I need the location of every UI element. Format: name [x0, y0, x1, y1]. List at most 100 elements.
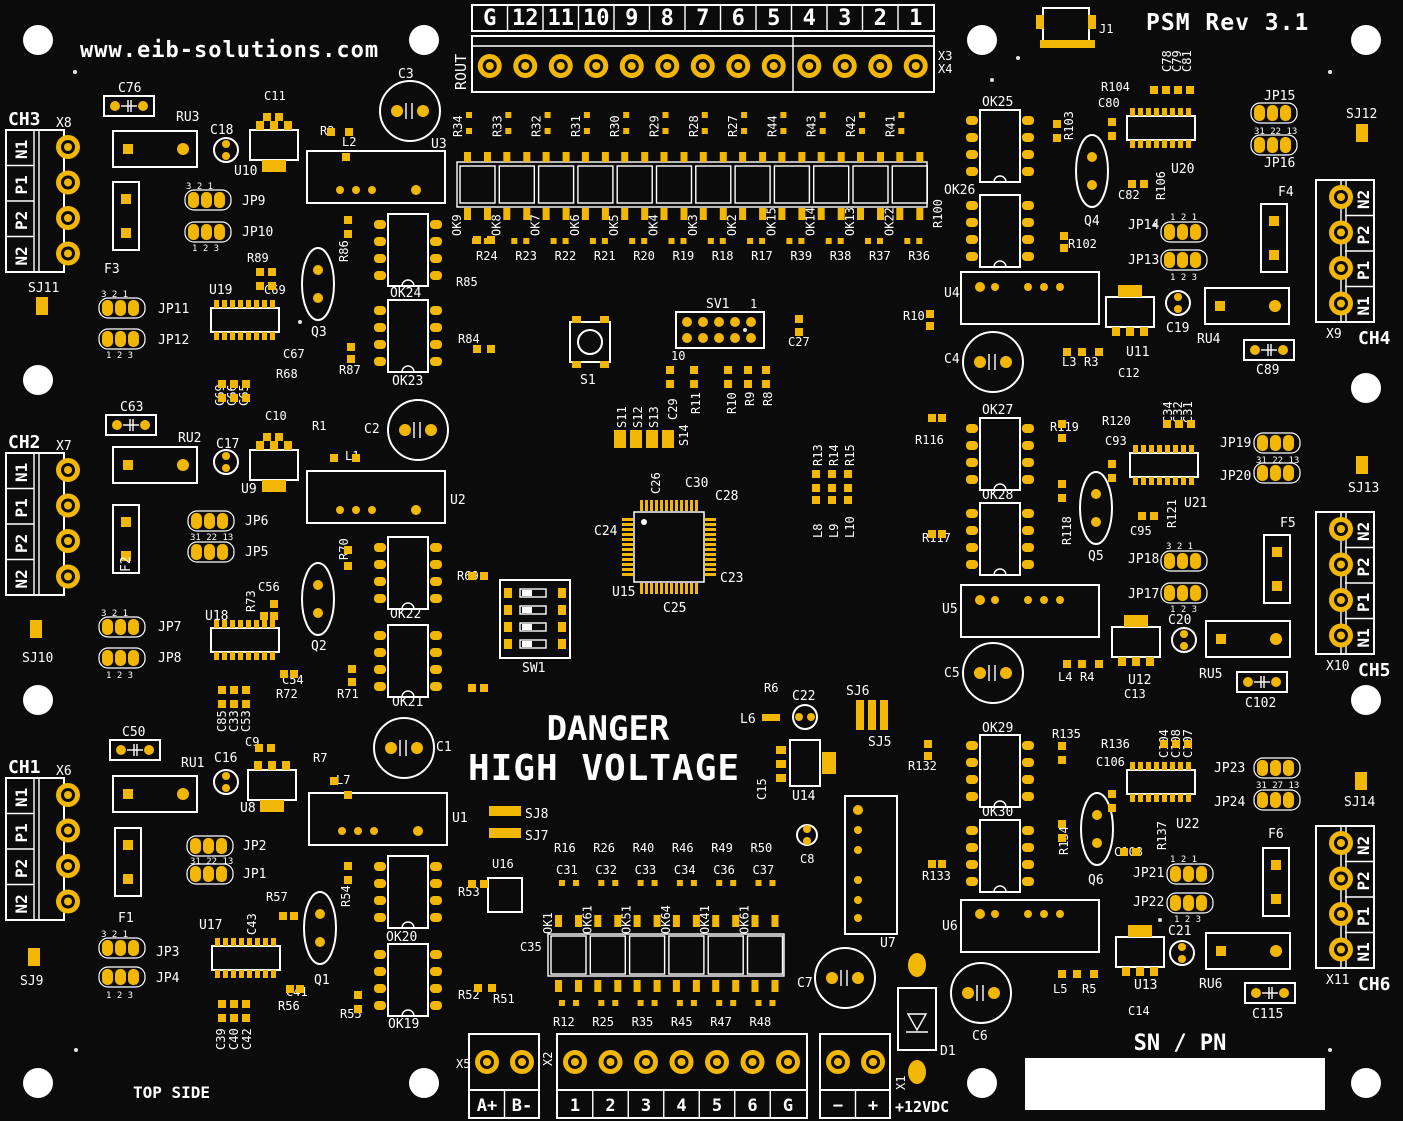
ok-bottom-row: R16C31OK1R12R26C32OK61R25R40C33OK51R35R4… — [520, 841, 785, 1029]
solder-jumper — [36, 297, 48, 315]
ref-label: R54 — [339, 885, 353, 907]
via — [1016, 56, 1020, 60]
smd-pad — [296, 985, 304, 993]
channel-pin-label: N2 — [1354, 836, 1373, 855]
channel-terminal — [56, 564, 80, 589]
smd-pad — [347, 343, 355, 351]
electrolytic-label: C4 — [944, 352, 960, 367]
ref-label: R102 — [1068, 237, 1097, 251]
opto-label: OK24 — [390, 286, 421, 301]
opto-cell — [852, 165, 889, 204]
channel-terminal — [56, 493, 80, 518]
smd-pad — [474, 984, 482, 992]
crystal-q6 — [1080, 792, 1114, 866]
solder-jumper-label: SJ14 — [1344, 795, 1375, 810]
smd-pad — [1108, 790, 1116, 798]
smd-pad — [256, 282, 264, 290]
cap-c89 — [1243, 339, 1295, 361]
header-pin-pad — [832, 54, 857, 78]
channel-terminal — [56, 206, 80, 230]
cap-c16 — [213, 769, 239, 795]
crystal-q3 — [301, 247, 335, 321]
header-pin-label: 9 — [625, 6, 638, 31]
channel-terminal — [1329, 588, 1353, 612]
resistor-label: R20 — [633, 249, 655, 263]
smd-pad — [267, 744, 275, 752]
opto-ok19 — [374, 943, 442, 1017]
channel-name: CH2 — [8, 432, 41, 453]
jumper-jp11 — [98, 297, 146, 319]
channel-name: CH1 — [8, 757, 41, 778]
cap-label: C20 — [1168, 613, 1191, 628]
smd-pad — [354, 991, 362, 999]
header-pin-label: 11 — [548, 6, 575, 31]
connector-pin-label: − — [833, 1096, 843, 1116]
channel-terminal — [1329, 552, 1353, 577]
smd-pad — [348, 678, 356, 686]
ref-label: C80 — [1098, 96, 1120, 110]
jumper-jp8 — [98, 647, 146, 669]
header-pin-label: 3 — [838, 6, 851, 31]
resistor-label: R28 — [687, 115, 701, 137]
channel-pin-label: P2 — [1354, 871, 1373, 890]
resistor-label: R34 — [451, 115, 465, 137]
opto-cell — [628, 935, 666, 975]
smd-pad — [1063, 348, 1071, 356]
smd-pad — [1140, 180, 1148, 188]
header-pin-label: 10 — [583, 6, 610, 31]
smd-pad — [1090, 970, 1098, 978]
smd-pad — [280, 670, 288, 678]
smd-pad — [1175, 420, 1183, 428]
smd-pad — [255, 744, 263, 752]
opto-label: OK7 — [529, 214, 543, 236]
svg-text:SJ7: SJ7 — [525, 829, 548, 844]
opto-ok23 — [374, 299, 442, 373]
ic-label: U22 — [1176, 817, 1199, 832]
ref-label: R120 — [1102, 414, 1131, 428]
ic-u18 — [210, 620, 280, 660]
opto-ok29 — [966, 734, 1034, 808]
opto-label: OK28 — [982, 488, 1013, 503]
ref-label: L4 — [1058, 670, 1072, 684]
smd-pad — [1172, 740, 1180, 748]
ref-label: C67 — [283, 347, 305, 361]
opto-label: OK13 — [843, 207, 857, 236]
cap-c19 — [1165, 290, 1191, 316]
opto-cell — [498, 165, 535, 204]
regulator-u13 — [1115, 925, 1165, 976]
smd-pad — [344, 862, 352, 870]
electrolytic-c2 — [387, 399, 449, 461]
header-pin-pad — [548, 54, 573, 78]
svg-text:SJ6: SJ6 — [846, 684, 869, 699]
channel-terminal — [1329, 623, 1353, 648]
jumper-pin-numbers: 3 2 1 — [101, 609, 128, 619]
resistor-label: R47 — [710, 1015, 732, 1029]
opto-label: OK41 — [698, 905, 712, 934]
connector-terminal — [563, 1050, 587, 1074]
cap-c50 — [109, 739, 161, 761]
cap-c102 — [1236, 671, 1288, 693]
smd-pad — [242, 380, 250, 388]
ref-label: R71 — [337, 687, 359, 701]
ref-label: R117 — [922, 531, 951, 545]
crystal-q1 — [303, 891, 337, 965]
ref-label: C56 — [258, 580, 280, 594]
svg-text:L9: L9 — [827, 524, 841, 538]
ref-label: C42 — [240, 1028, 254, 1050]
ref-label: R51 — [493, 992, 515, 1006]
opto-cell — [813, 165, 850, 204]
regulator-label: U8 — [240, 801, 256, 816]
smd-pad — [1058, 970, 1066, 978]
smd-pad — [1063, 660, 1071, 668]
resistor-label: R29 — [648, 115, 662, 137]
x1-connector: −+ X1 — [819, 1033, 908, 1119]
x4-label: X4 — [938, 62, 952, 76]
resistor-label: R41 — [883, 115, 897, 137]
ic-label: U17 — [199, 918, 222, 933]
jumper-jp5 — [187, 541, 235, 563]
smd-pad — [1058, 480, 1066, 488]
jumper-label: JP1 — [243, 867, 266, 882]
smd-pad — [924, 752, 932, 760]
resistor-label: R46 — [672, 841, 694, 855]
header-pin-label: 5 — [767, 6, 780, 31]
